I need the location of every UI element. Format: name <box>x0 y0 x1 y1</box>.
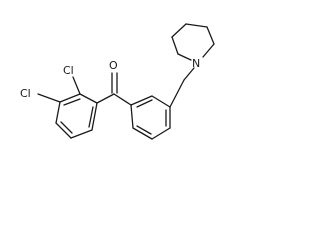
bond <box>185 23 208 28</box>
chlorine-atom-label: Cl <box>63 64 74 77</box>
bond <box>55 122 72 139</box>
bond <box>171 36 179 55</box>
chlorine-atom-label: Cl <box>20 87 31 100</box>
bond <box>202 43 215 58</box>
phenyl-ring <box>130 95 171 140</box>
double-bond <box>136 125 152 135</box>
oxygen-atom-label: O <box>109 59 118 72</box>
bond <box>206 26 215 45</box>
bond <box>91 102 98 131</box>
molecule-structure-diagram: O N Cl Cl <box>20 23 215 140</box>
bond <box>151 95 171 108</box>
bond <box>79 93 98 104</box>
piperidine-ring <box>171 23 215 61</box>
bond <box>183 67 195 81</box>
bond <box>70 129 93 139</box>
bond <box>171 23 187 38</box>
bond <box>55 101 61 124</box>
bond <box>59 93 81 103</box>
double-bond <box>60 121 73 134</box>
bond <box>151 127 171 140</box>
bond <box>72 76 81 95</box>
bond <box>37 93 61 103</box>
bond <box>169 79 185 108</box>
nitrogen-atom-label: N <box>192 57 200 70</box>
dichlorophenyl-ring <box>55 93 98 139</box>
bond <box>113 93 132 106</box>
bond <box>130 95 153 106</box>
double-bond <box>136 99 153 108</box>
bond <box>96 93 115 104</box>
bond <box>132 127 153 140</box>
double-bond <box>63 98 81 106</box>
bond <box>177 53 192 61</box>
double-bond <box>88 106 94 128</box>
bond <box>130 104 134 129</box>
